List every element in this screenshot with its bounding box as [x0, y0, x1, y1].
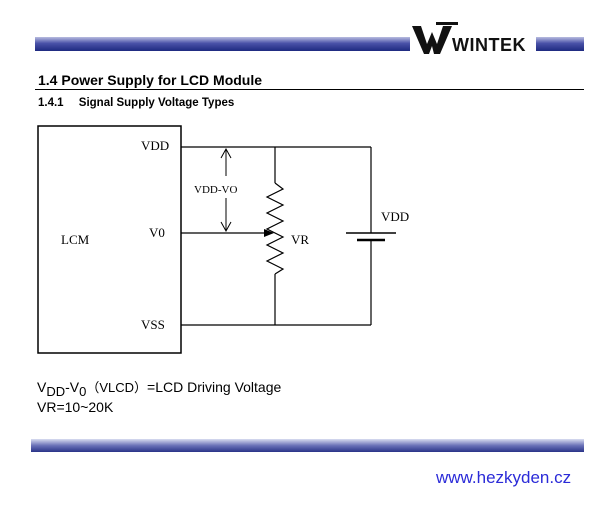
- pin-vss-label: VSS: [141, 317, 165, 332]
- wiper-arrow: [264, 229, 274, 237]
- vr-resistor: [265, 182, 285, 275]
- header-band-left: [35, 37, 410, 51]
- note-vr-range: VR=10~20K: [37, 399, 114, 415]
- pin-v0-label: V0: [149, 225, 165, 240]
- footer-band: [31, 439, 584, 452]
- website-link[interactable]: www.hezkyden.cz: [436, 468, 572, 487]
- lcm-box: [37, 125, 182, 354]
- note-dash-v: -V: [65, 379, 80, 395]
- section-title: 1.4 Power Supply for LCD Module: [38, 72, 263, 88]
- brand-name: WINTEK: [452, 35, 526, 55]
- measure-arrowhead-top: [220, 147, 232, 159]
- measure-label: VDD-VO: [194, 184, 237, 196]
- pin-vdd-label: VDD: [141, 138, 169, 153]
- lcm-label: LCM: [61, 232, 90, 247]
- header-band-right: [536, 37, 584, 51]
- note-rest: =LCD Driving Voltage: [147, 379, 282, 395]
- note-vlcd: （VLCD）: [86, 380, 148, 395]
- battery-label: VDD: [381, 209, 409, 224]
- note-driving-voltage: VDD-V0（VLCD）=LCD Driving Voltage: [37, 377, 281, 399]
- note-0: 0: [79, 383, 87, 399]
- wintek-logo: [412, 20, 537, 56]
- section-rule: [35, 89, 584, 90]
- subsection-title: Signal Supply Voltage Types: [78, 97, 235, 109]
- wintek-logo-mark: [412, 22, 458, 54]
- subsection-heading: 1.4.1 Signal Supply Voltage Types: [38, 97, 234, 109]
- note-v: V: [37, 379, 47, 395]
- note-dd: DD: [46, 383, 66, 399]
- measure-arrowhead-bottom: [220, 221, 232, 233]
- vr-label: VR: [291, 232, 309, 247]
- subsection-number: 1.4.1: [38, 97, 64, 109]
